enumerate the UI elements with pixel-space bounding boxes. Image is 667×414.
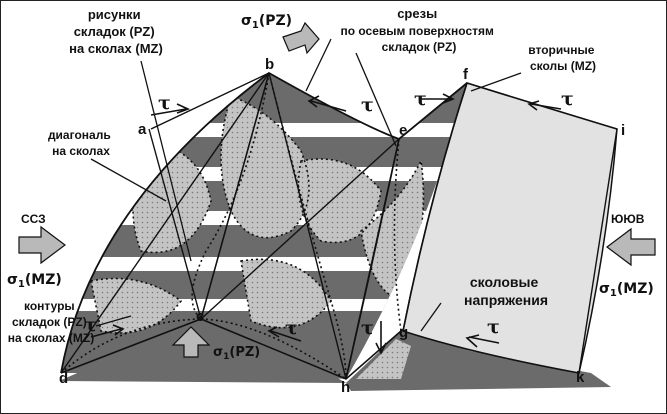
point-e: e [399,122,407,139]
shear-arrows [90,93,562,355]
arrow-mz-left [18,225,66,265]
tau-label-c: τ [285,317,298,339]
tau-label-g: τ [487,316,500,338]
arrow-pz-top [282,21,320,55]
point-f: f [463,66,469,83]
point-h: h [341,379,350,396]
tau-label-h: τ [361,317,374,339]
sigma-mz-left: σ1(MZ) [7,272,62,290]
point-g: g [399,324,408,341]
point-k: k [576,369,585,386]
diagonal-lines [60,72,618,380]
point-b: b [265,56,274,73]
label-axial-cuts: срезы по осевым поверхностям складок (PZ… [340,6,497,54]
tau-label-b: τ [361,94,374,116]
arrow-pz-bottom [171,326,211,358]
fold-axis-traces [60,72,402,380]
base-edge [60,318,402,380]
tau-label-e: τ [414,88,427,110]
leader-lines [90,38,522,332]
point-d: d [59,370,68,387]
label-diagonal: диагональ на сколах [48,128,114,158]
label-shear-stress: сколовые напряжения [464,274,548,308]
label-secondary-cleavage: вторичные сколы (MZ) [528,43,597,73]
base-right-dotted [356,339,411,379]
tau-label-d: τ [84,314,97,336]
label-direction-left: ССЗ [21,212,46,226]
point-c: c [196,308,204,325]
tau-label-f: τ [561,88,574,110]
label-fold-contours: контуры складок (PZ) на сколах (MZ) [8,299,94,345]
base-right-dark [346,331,611,391]
point-a: a [138,121,147,138]
tau-label-a: τ [158,92,171,114]
sigma-pz-top: σ1(PZ) [241,13,292,31]
label-direction-right: ЮЮВ [611,212,645,226]
sigma-mz-right: σ1(MZ) [599,281,654,299]
sigma-pz-bottom: σ1(PZ) [213,345,260,362]
label-fold-drawings: рисунки складок (PZ) на сколах (MZ) [69,7,163,56]
arrow-mz-right [606,227,656,267]
point-i: i [621,122,625,139]
edge-f-g [402,82,468,332]
